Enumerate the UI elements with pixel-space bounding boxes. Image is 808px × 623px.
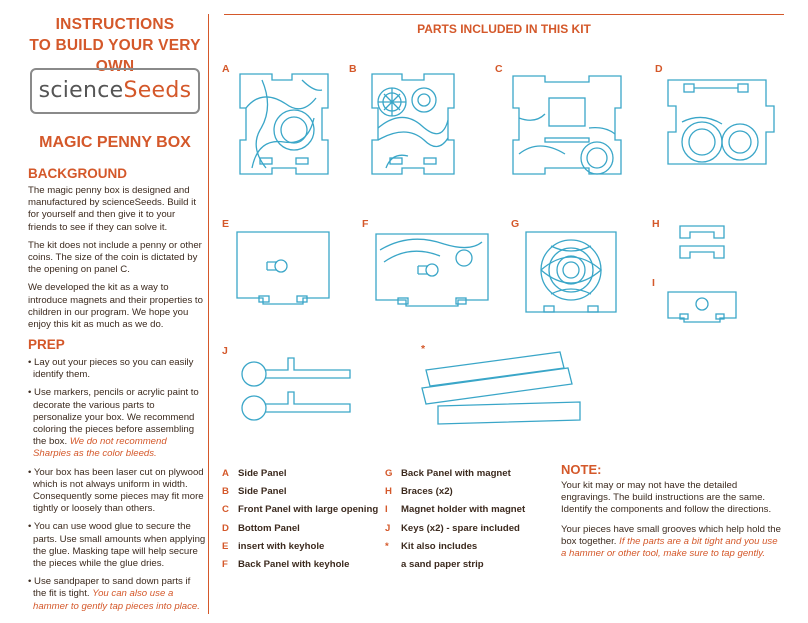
prep-item: • Lay out your pieces so you can easily …: [28, 357, 194, 381]
part-label-i: I: [652, 277, 655, 289]
part-label-a: A: [222, 63, 230, 75]
title-line-2: TO BUILD YOUR VERY OWN: [29, 37, 201, 75]
panel-a-side-panel: [232, 68, 336, 184]
background-paragraph-1: The magic penny box is designed and manu…: [28, 185, 196, 233]
note-paragraph-1: Your kit may or may not have the detaile…: [561, 480, 772, 516]
parts-title: PARTS INCLUDED IN THIS KIT: [417, 22, 591, 36]
sandpaper-strips: [418, 348, 588, 444]
logo-text-science: science: [38, 78, 124, 103]
legend-item-sandpaper: a sand paper strip: [401, 559, 484, 571]
part-label-g: G: [511, 218, 520, 230]
part-label-d: D: [655, 63, 663, 75]
part-label-c: C: [495, 63, 503, 75]
part-label-sandpaper: *: [421, 343, 426, 355]
panel-f-back-panel-keyhole: [370, 228, 494, 312]
prep-heading: PREP: [28, 337, 65, 352]
prep-text: • Lay out your pieces so you can easily …: [28, 357, 206, 619]
prep-item: • Use markers, pencils or acrylic paint …: [28, 387, 199, 460]
background-paragraph-3: We developed the kit as a way to introdu…: [28, 282, 203, 331]
prep-item: • Your box has been laser cut on plywood…: [28, 466, 204, 515]
prep-item: • You can use wood glue to secure the pa…: [28, 521, 206, 570]
note-paragraph-2: Your pieces have small grooves which hel…: [561, 523, 781, 560]
panel-b-side-panel: [362, 68, 466, 184]
parts-divider: [224, 14, 784, 15]
part-label-b: B: [349, 63, 357, 75]
part-label-e: E: [222, 218, 230, 230]
panel-i-magnet-holder: [664, 286, 740, 326]
panel-e-insert-keyhole: [233, 228, 333, 312]
note-heading: NOTE:: [561, 462, 602, 477]
prep-list: • Lay out your pieces so you can easily …: [28, 357, 206, 613]
logo-text-seeds: Seeds: [123, 78, 192, 103]
sciencesseeds-logo: scienceSeeds: [30, 68, 200, 114]
part-label-f: F: [362, 218, 369, 230]
legend-item-kit-extra: *Kit also includes: [385, 540, 478, 552]
part-j-keys: [232, 350, 356, 440]
note-body: Your kit may or may not have the detaile…: [561, 480, 783, 567]
part-label-h: H: [652, 218, 660, 230]
product-title: MAGIC PENNY BOX: [39, 134, 191, 151]
background-text: The magic penny box is designed and manu…: [28, 185, 206, 337]
title-line-1: INSTRUCTIONS: [55, 16, 175, 33]
background-paragraph-2: The kit does not include a penny or othe…: [28, 239, 202, 276]
panel-d-bottom-panel: [662, 72, 782, 172]
left-column: INSTRUCTIONS TO BUILD YOUR VERY OWN scie…: [22, 14, 209, 614]
background-heading: BACKGROUND: [28, 166, 127, 181]
prep-item: • Use sandpaper to sand down parts if th…: [28, 576, 200, 612]
part-label-j: J: [222, 345, 228, 357]
panel-g-back-panel-magnet: [518, 226, 624, 322]
panel-c-front-panel: [505, 68, 629, 184]
panel-h-braces: [676, 222, 728, 262]
instructions-title: INSTRUCTIONS TO BUILD YOUR VERY OWN: [22, 14, 208, 77]
